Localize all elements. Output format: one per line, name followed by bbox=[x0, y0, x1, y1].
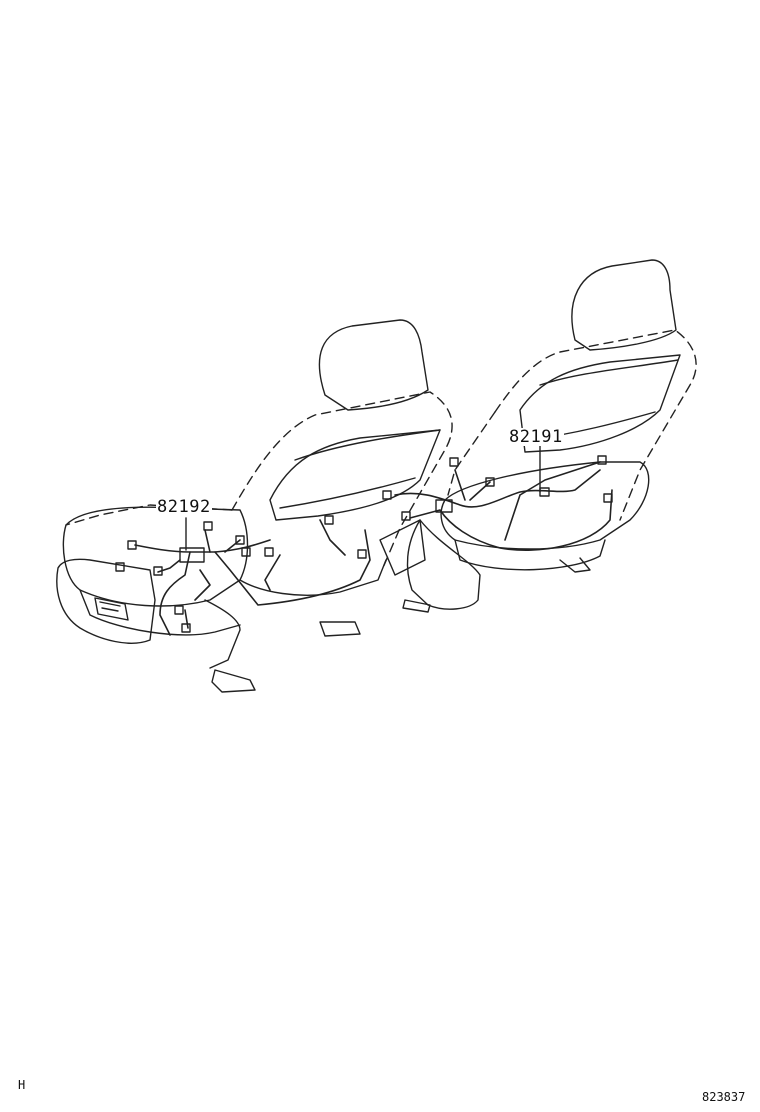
right-seat-cushion bbox=[440, 461, 650, 550]
left-connector-10 bbox=[174, 605, 184, 615]
part-number-82191: 82191 bbox=[508, 427, 564, 447]
right-connector-2 bbox=[485, 477, 495, 487]
right-connector-1 bbox=[449, 457, 459, 467]
left-seat-rail-rear bbox=[319, 621, 361, 637]
left-connector-7 bbox=[115, 562, 125, 572]
left-connector-3 bbox=[235, 535, 245, 545]
footer-left-code: H bbox=[18, 1078, 26, 1092]
right-connector-6 bbox=[597, 455, 607, 465]
left-seat-rail-front bbox=[211, 669, 256, 693]
right-seat-harness bbox=[394, 469, 601, 508]
left-seat-seat-outline-back bbox=[65, 504, 233, 526]
left-seat-harness bbox=[134, 539, 271, 553]
left-seat-backrest-panel bbox=[269, 429, 441, 521]
left-connector-8 bbox=[324, 515, 334, 525]
left-connector-11 bbox=[181, 623, 191, 633]
left-connector-2 bbox=[203, 521, 213, 531]
right-seat-backrest-outline-back bbox=[447, 411, 496, 496]
left-seat-headrest bbox=[318, 319, 429, 411]
illustration-number: 823837 bbox=[702, 1090, 746, 1104]
left-connector-1 bbox=[127, 540, 137, 550]
left-seat-switch bbox=[94, 597, 129, 621]
left-seat-drawing bbox=[56, 319, 453, 693]
right-seat-backrest-outline bbox=[494, 329, 697, 521]
left-connector-9 bbox=[357, 549, 367, 559]
left-connector-6 bbox=[153, 566, 163, 576]
right-connector-4 bbox=[401, 511, 411, 521]
right-connector-7 bbox=[603, 493, 613, 503]
left-seat-cushion bbox=[62, 506, 249, 607]
left-connector-5 bbox=[264, 547, 274, 557]
right-junction-block bbox=[435, 499, 453, 513]
left-connector-4 bbox=[241, 547, 251, 557]
right-seat-side-trim bbox=[406, 519, 481, 610]
left-junction-block bbox=[179, 547, 205, 563]
right-seat-headrest bbox=[571, 259, 677, 351]
right-seat-drawing bbox=[379, 259, 697, 613]
left-seat-backrest-outline bbox=[231, 391, 453, 571]
left-seat-side-panel bbox=[56, 558, 156, 644]
part-number-82192: 82192 bbox=[156, 497, 212, 517]
right-connector-5 bbox=[539, 487, 550, 497]
